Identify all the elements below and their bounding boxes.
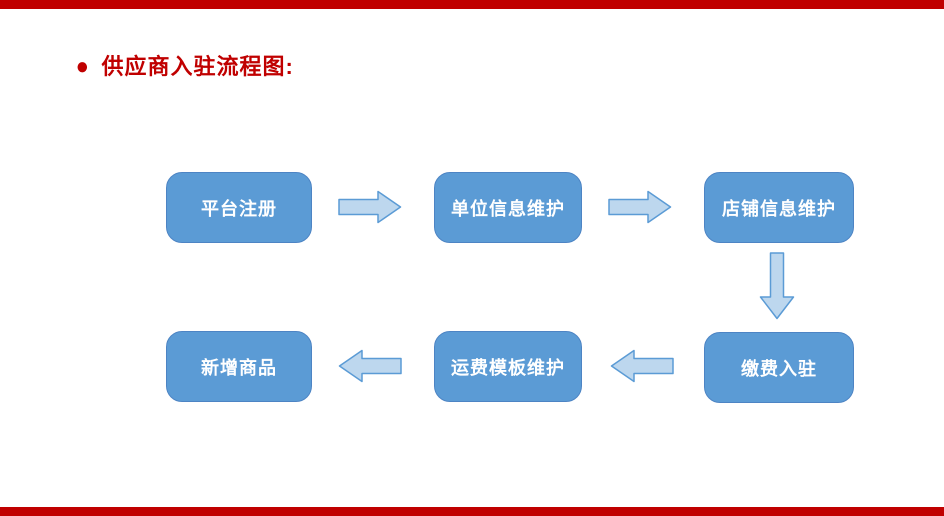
bullet-icon: ● — [75, 53, 89, 81]
top-accent-bar — [0, 0, 944, 9]
node-shop-info-maintenance: 店铺信息维护 — [704, 172, 854, 243]
node-platform-registration: 平台注册 — [166, 172, 312, 243]
arrow-left-icon — [338, 349, 402, 383]
arrow-down-icon — [759, 252, 795, 320]
bottom-accent-bar — [0, 507, 944, 516]
node-freight-template-maintenance: 运费模板维护 — [434, 331, 582, 402]
page-title: 供应商入驻流程图: — [101, 54, 294, 79]
arrow-right-icon — [338, 190, 402, 224]
node-add-product: 新增商品 — [166, 331, 312, 402]
node-payment-entry: 缴费入驻 — [704, 332, 854, 403]
node-company-info-maintenance: 单位信息维护 — [434, 172, 582, 243]
arrow-right-icon — [608, 190, 672, 224]
page-title-row: ● 供应商入驻流程图: — [75, 54, 294, 80]
arrow-left-icon — [610, 349, 674, 383]
